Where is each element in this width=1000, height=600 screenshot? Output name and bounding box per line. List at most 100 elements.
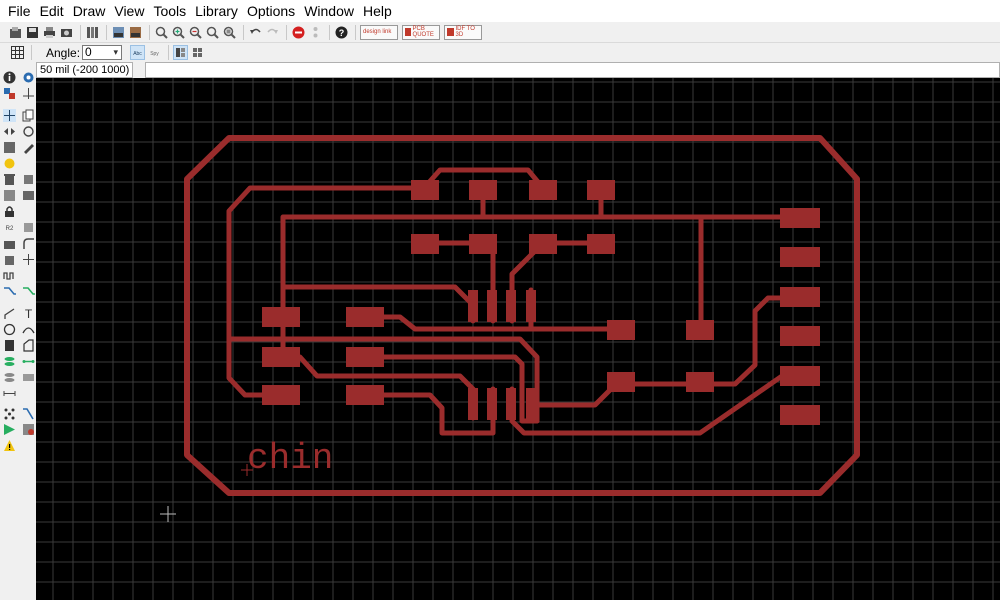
route-auto-icon[interactable]	[22, 285, 35, 298]
smd-pad[interactable]	[346, 307, 384, 327]
menu-view[interactable]: View	[114, 3, 145, 19]
line-icon[interactable]	[3, 307, 16, 320]
errors-warning-icon[interactable]	[3, 439, 16, 452]
smd-pad[interactable]	[780, 366, 820, 386]
layer-settings-icon[interactable]	[85, 25, 100, 40]
split-icon[interactable]	[3, 237, 16, 250]
print-icon[interactable]	[42, 25, 57, 40]
menu-edit[interactable]: Edit	[39, 3, 64, 19]
align-left-icon[interactable]	[173, 45, 189, 60]
cam-icon[interactable]	[59, 25, 74, 40]
smd-pad[interactable]	[346, 385, 384, 405]
smd-pad[interactable]	[686, 372, 714, 392]
design-link-button[interactable]: design link	[360, 24, 398, 40]
idf-to-3d-button[interactable]: IDF TO 3D	[444, 24, 482, 40]
rotate-icon[interactable]	[22, 125, 35, 138]
add-icon[interactable]	[22, 173, 35, 186]
schematic-icon[interactable]	[111, 25, 126, 40]
smd-pad[interactable]	[607, 320, 635, 340]
smd-pad[interactable]	[262, 385, 300, 405]
smd-pad[interactable]	[487, 388, 497, 420]
smd-pad[interactable]	[506, 388, 516, 420]
miter-icon[interactable]	[22, 221, 35, 234]
smd-pad[interactable]	[262, 307, 300, 327]
smd-pad[interactable]	[526, 290, 536, 322]
angle-select[interactable]: 0▾	[82, 45, 123, 60]
smd-pad[interactable]	[411, 234, 439, 254]
replace-icon[interactable]	[22, 189, 35, 202]
mark-icon[interactable]	[22, 87, 35, 100]
menu-file[interactable]: File	[8, 3, 31, 19]
smd-pad[interactable]	[529, 180, 557, 200]
smash-icon[interactable]: R2	[3, 221, 16, 234]
show-icon[interactable]	[22, 71, 35, 84]
board-canvas[interactable]: chin	[36, 78, 1000, 600]
meander-icon[interactable]	[3, 253, 16, 266]
zoom-redraw-icon[interactable]	[205, 25, 220, 40]
smd-pad[interactable]	[529, 234, 557, 254]
paste-icon[interactable]	[3, 157, 16, 170]
smd-pad[interactable]	[468, 388, 478, 420]
smd-pad[interactable]	[587, 234, 615, 254]
menu-tools[interactable]: Tools	[153, 3, 187, 19]
smd-pad[interactable]	[780, 326, 820, 346]
smd-pad[interactable]	[780, 405, 820, 425]
wave-icon[interactable]	[3, 269, 16, 282]
board-drawing[interactable]: chin	[36, 78, 1000, 600]
menu-library[interactable]: Library	[195, 3, 238, 19]
menu-options[interactable]: Options	[246, 3, 296, 19]
spin-text-icon[interactable]: Spy	[147, 45, 162, 60]
align-grid-icon[interactable]	[190, 45, 205, 60]
smd-pad[interactable]	[587, 180, 615, 200]
smd-pad[interactable]	[469, 234, 497, 254]
help-icon[interactable]: ?	[334, 25, 349, 40]
zoom-in-icon[interactable]	[171, 25, 186, 40]
smd-pad[interactable]	[346, 347, 384, 367]
drc-icon[interactable]	[3, 423, 16, 436]
zoom-select-icon[interactable]	[222, 25, 237, 40]
redo-icon[interactable]	[265, 25, 280, 40]
menu-help[interactable]: Help	[362, 3, 392, 19]
polygon-icon[interactable]	[22, 339, 35, 352]
dimension-icon[interactable]	[3, 387, 16, 400]
smd-pad[interactable]	[487, 290, 497, 322]
optimize-icon[interactable]	[22, 237, 35, 250]
menu-draw[interactable]: Draw	[72, 3, 106, 19]
board-text-label[interactable]: chin	[247, 438, 333, 479]
group-icon[interactable]	[3, 141, 16, 154]
smd-pad[interactable]	[780, 247, 820, 267]
smd-pad[interactable]	[411, 180, 439, 200]
smd-pad[interactable]	[262, 347, 300, 367]
smd-pad[interactable]	[607, 372, 635, 392]
copy-icon[interactable]	[22, 109, 35, 122]
hole-icon[interactable]	[3, 371, 16, 384]
smd-pad[interactable]	[526, 388, 536, 420]
open-icon[interactable]	[8, 25, 23, 40]
go-icon[interactable]	[308, 25, 323, 40]
via-icon[interactable]	[3, 355, 16, 368]
zoom-out-icon[interactable]	[188, 25, 203, 40]
undo-icon[interactable]	[248, 25, 263, 40]
move-icon[interactable]	[3, 109, 16, 122]
stop-icon[interactable]	[291, 25, 306, 40]
delete-icon[interactable]	[3, 173, 16, 186]
smd-pad[interactable]	[686, 320, 714, 340]
rectangle-icon[interactable]	[3, 339, 16, 352]
text-icon[interactable]: T	[22, 307, 35, 320]
mirror-icon[interactable]	[3, 125, 16, 138]
attribute-icon[interactable]	[22, 371, 35, 384]
erc-icon[interactable]	[22, 423, 35, 436]
pcb-quote-button[interactable]: PCB QUOTE	[402, 24, 440, 40]
arc-icon[interactable]	[22, 323, 35, 336]
smd-pad[interactable]	[506, 290, 516, 322]
smd-pad[interactable]	[468, 290, 478, 322]
pinswap-icon[interactable]	[3, 189, 16, 202]
smd-pad[interactable]	[469, 180, 497, 200]
save-icon[interactable]	[25, 25, 40, 40]
autorouter-icon[interactable]	[22, 407, 35, 420]
change-icon[interactable]	[22, 141, 35, 154]
smd-pad[interactable]	[780, 287, 820, 307]
lock-icon[interactable]	[3, 205, 16, 218]
grid-icon[interactable]	[10, 45, 25, 60]
circle-icon[interactable]	[3, 323, 16, 336]
